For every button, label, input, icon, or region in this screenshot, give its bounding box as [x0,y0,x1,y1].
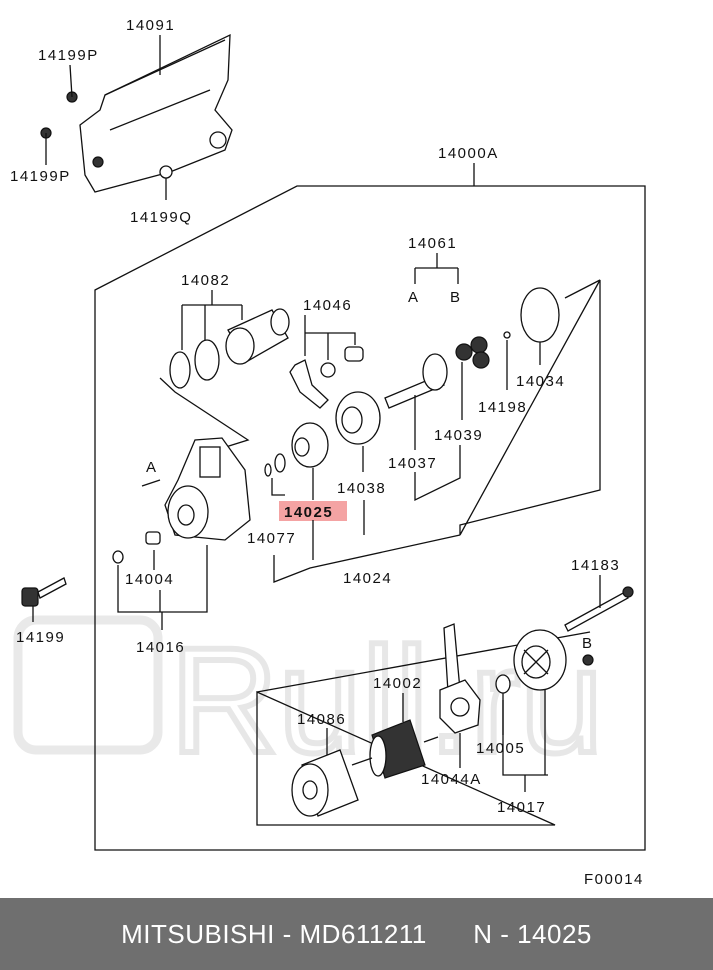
solenoid-switch [169,308,290,389]
label-14199q: 14199Q [130,209,192,226]
label-a-mark: A [146,459,158,476]
label-14000a: 14000A [438,145,499,162]
cover-plate [79,33,233,193]
bolt-14199 [21,577,67,607]
figure-code: F00014 [584,871,644,888]
gap [427,919,473,950]
label-14037: 14037 [388,455,437,472]
label-14183: 14183 [571,557,620,574]
label-14061-b: B [450,289,462,306]
bolt-a [141,479,161,487]
label-14061-a: A [408,289,420,306]
label-14199: 14199 [16,629,65,646]
seal-ring [520,287,560,343]
label-14091: 14091 [126,17,175,34]
front-bracket [164,437,251,541]
rear-end-cover [513,629,567,691]
label-14038: 14038 [337,480,386,497]
planetary-shaft [384,353,448,409]
overrunning-clutch-pinion [264,422,329,477]
subassembly-frame-upper [459,279,601,536]
label-b-mark: B [582,635,594,652]
assembly-frame [94,185,646,851]
label-14082: 14082 [181,272,230,289]
label-14017: 14017 [497,799,546,816]
bearing-set [455,336,490,369]
label-14199p-top: 14199P [38,47,99,64]
drive-lever [289,346,364,409]
label-14002: 14002 [373,675,422,692]
highlight-box [279,501,347,521]
rear-bearing [495,674,511,694]
bolt-14199p-top [66,64,78,103]
exploded-parts-diagram: Rull.ru 14091 14199P 14199P 14199Q 14000… [10,17,646,888]
label-14016: 14016 [136,639,185,656]
part-number: MD611211 [299,918,427,949]
label-14199p-bottom: 14199P [10,168,71,185]
brand-name: MITSUBISHI [121,918,275,949]
bolt-14199q [159,165,173,200]
yoke-assembly [291,749,359,817]
label-14061: 14061 [408,235,457,252]
label-14034: 14034 [516,373,565,390]
label-14004: 14004 [125,571,174,588]
reference-number: N - 14025 [473,918,592,949]
label-14086: 14086 [297,711,346,728]
bolt-14199p-bottom [40,127,52,165]
label-14077: 14077 [247,530,296,547]
brush-holder [439,623,481,734]
label-14039: 14039 [434,427,483,444]
armature [351,719,439,779]
label-14046: 14046 [303,297,352,314]
label-14025[interactable]: 14025 [284,504,333,521]
gear-housing [335,391,381,445]
bushing [112,531,161,564]
label-14005: 14005 [476,740,525,757]
separator: - [274,918,300,949]
label-14198: 14198 [478,399,527,416]
label-14044a: 14044A [421,771,482,788]
label-14024: 14024 [343,570,392,587]
through-bolt [564,586,634,632]
part-info-bar: MITSUBISHI - MD611211 N - 14025 [0,898,713,970]
watermark: Rull.ru [13,613,606,787]
